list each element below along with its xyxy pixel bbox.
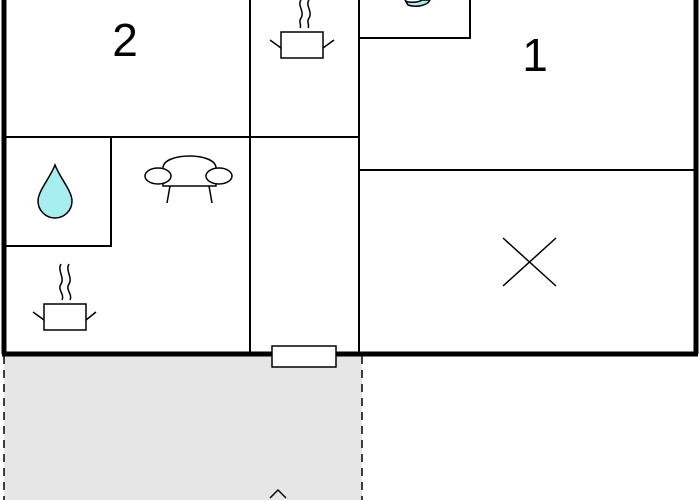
sofa-icon [144,155,233,204]
terrace-arrow-icon [269,488,287,499]
bathroom-top-wall [359,0,471,39]
bed-cross-icon [502,237,557,287]
terrace-fill [4,354,362,500]
outer-walls [1,0,699,357]
water-drop-icon [404,0,431,7]
room-label-2: 2 [112,14,138,66]
water-drop-icon [37,162,73,219]
interior-walls [4,0,696,354]
terrace-area [3,354,363,500]
door-icon [271,345,337,368]
bathroom-wall [4,137,112,247]
room-label-1: 1 [522,29,548,81]
kitchen-pot-icon [269,0,335,59]
kitchen-pot-icon [32,263,97,331]
